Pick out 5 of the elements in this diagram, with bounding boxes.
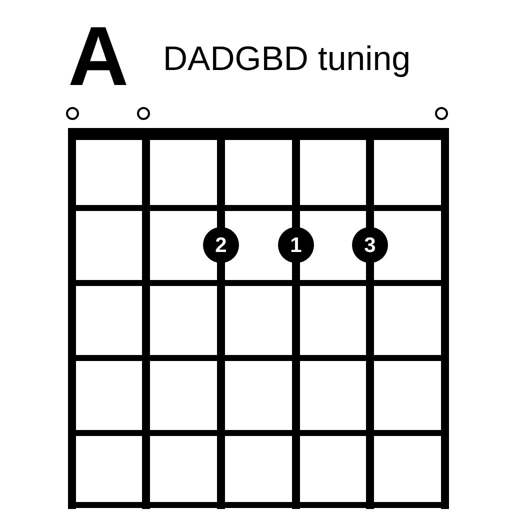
open-string-marker — [434, 106, 448, 120]
chord-title: A — [68, 14, 129, 98]
open-string-marker — [66, 106, 78, 120]
tuning-label: DADGBD tuning — [163, 42, 411, 76]
open-string-marker — [136, 106, 150, 120]
